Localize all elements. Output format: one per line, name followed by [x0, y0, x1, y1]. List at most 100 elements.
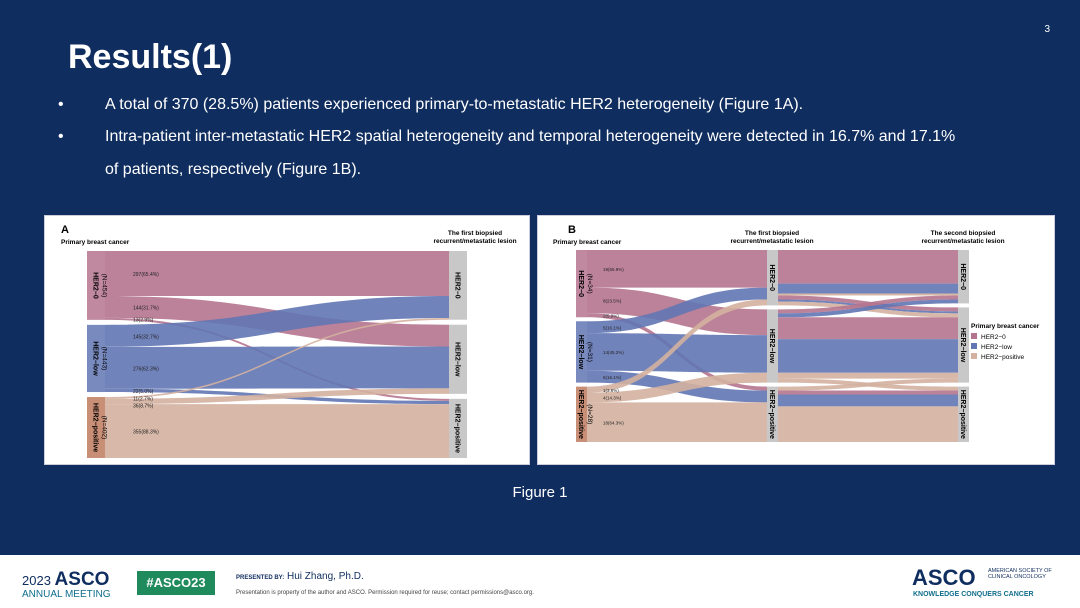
node-count: (N=454) — [101, 274, 108, 298]
sankey-flow — [778, 293, 958, 296]
slide-title: Results(1) — [68, 38, 233, 76]
sankey-node — [449, 251, 467, 320]
node-label: HER2−0 — [959, 263, 966, 290]
flow-label: 144(31.7%) — [133, 305, 159, 311]
sankey-flow — [105, 346, 449, 389]
legend-title: Primary breast cancer — [971, 323, 1040, 330]
sankey-flow — [105, 251, 449, 297]
bullet-text: Intra-patient inter-metastatic HER2 spat… — [105, 128, 956, 178]
node-label: HER2−positive — [959, 390, 966, 439]
legend-swatch — [971, 343, 977, 349]
flow-label: 18(64.3%) — [603, 420, 624, 425]
flow-label: 13(2.9%) — [133, 317, 154, 323]
node-label: HER2−low — [92, 341, 99, 376]
node-count: (N=34) — [586, 274, 593, 294]
node-label: HER2−0 — [454, 272, 461, 299]
footer: 2023 ASCO ANNUAL MEETING #ASCO23 PRESENT… — [0, 553, 1080, 608]
sankey-flow — [105, 296, 449, 347]
sankey-flow — [778, 317, 958, 340]
asco-logo: ASCO — [912, 565, 976, 590]
node-label: HER2−positive — [577, 390, 584, 439]
bullet-dot: • — [58, 128, 64, 145]
sankey-node — [449, 398, 467, 458]
sankey-flow — [778, 299, 958, 318]
presenter-name: Hui Zhang, Ph.D. — [287, 571, 364, 582]
sankey-node — [87, 251, 105, 320]
legend-swatch — [971, 353, 977, 359]
flow-label: 5(16.1%) — [603, 325, 622, 330]
sankey-flow — [778, 250, 958, 284]
node-label: HER2−low — [454, 342, 461, 377]
node-label: HER2−low — [577, 335, 584, 370]
flow-label: 276(62.3%) — [133, 366, 159, 372]
column-title: Primary breast cancer — [553, 239, 622, 246]
meeting-logo: 2023 ASCO — [22, 569, 109, 591]
sankey-flow — [778, 372, 958, 379]
sankey-flow — [778, 406, 958, 442]
hashtag-badge: #ASCO23 — [137, 571, 215, 595]
node-label: HER2−positive — [454, 404, 461, 453]
sankey-node — [767, 386, 778, 442]
sankey-node — [958, 386, 969, 442]
flow-label: 11(2.7%) — [133, 396, 153, 402]
flow-label: 36(8.7%) — [133, 403, 154, 409]
bullet-dot: • — [58, 96, 64, 113]
flow-label: 22(5.0%) — [133, 389, 154, 395]
panel-letter: B — [568, 224, 576, 236]
sankey-flow — [587, 372, 767, 403]
flow-label: 14(45.2%) — [603, 350, 624, 355]
sankey-flow — [587, 333, 767, 373]
sankey-flow — [105, 318, 449, 399]
figure-1b-panel: 19(55.9%)8(23.5%)2(5.9%)5(16.1%)14(45.2%… — [537, 215, 1055, 465]
figure-1a-panel: 297(65.4%)144(31.7%)13(2.9%)145(32.7%)27… — [44, 215, 530, 465]
sankey-flow — [105, 404, 449, 458]
sankey-flow — [778, 394, 958, 407]
node-label: HER2−positive — [768, 390, 775, 439]
sankey-flow — [105, 388, 449, 405]
node-label: HER2−low — [768, 329, 775, 364]
meeting-asco: ASCO — [54, 569, 110, 590]
sankey-node — [958, 250, 969, 304]
slide: 3 Results(1) • A total of 370 (28.5%) pa… — [0, 0, 1080, 553]
flow-label: 1(3.6%) — [603, 388, 619, 393]
sankey-flow — [587, 250, 767, 288]
sankey-node — [576, 321, 587, 383]
flow-label: 145(32.7%) — [133, 334, 159, 340]
presenter-line: PRESENTED BY: Hui Zhang, Ph.D. — [236, 571, 364, 582]
node-count: (N=28) — [586, 404, 593, 424]
sankey-flow — [587, 287, 767, 334]
sankey-a: 297(65.4%)144(31.7%)13(2.9%)145(32.7%)27… — [61, 224, 517, 458]
permission-notice: Presentation is property of the author a… — [236, 590, 534, 596]
sankey-flow — [778, 390, 958, 395]
flow-label: 4(14.3%) — [603, 396, 622, 401]
sankey-flow — [778, 378, 958, 391]
presented-by-label: PRESENTED BY: — [236, 575, 285, 581]
sankey-node — [87, 397, 105, 458]
node-label: HER2−low — [959, 328, 966, 363]
figure-caption: Figure 1 — [512, 484, 568, 501]
sankey-flow — [778, 295, 958, 314]
node-label: HER2−0 — [577, 270, 584, 297]
sankey-flow — [587, 402, 767, 442]
meeting-name: ANNUAL MEETING — [22, 589, 111, 600]
flow-label: 355(88.3%) — [133, 430, 159, 436]
society-name: AMERICAN SOCIETY OF CLINICAL ONCOLOGY — [988, 568, 1052, 580]
node-label: HER2−0 — [768, 264, 775, 291]
tagline: KNOWLEDGE CONQUERS CANCER — [913, 591, 1034, 598]
page-number: 3 — [1044, 24, 1050, 35]
legend-label: HER2−positive — [981, 354, 1025, 361]
node-count: (N=31) — [586, 342, 593, 362]
node-count: (N=443) — [101, 347, 108, 371]
flow-label: 8(23.5%) — [603, 299, 622, 304]
flow-label: 2(5.9%) — [603, 314, 619, 319]
sankey-flow — [778, 339, 958, 373]
sankey-flow — [778, 283, 958, 294]
sankey-node — [87, 324, 105, 393]
flow-label: 5(16.1%) — [603, 375, 622, 380]
bullet-text: A total of 370 (28.5%) patients experien… — [105, 96, 804, 113]
sankey-flow — [587, 299, 767, 393]
sankey-node — [576, 250, 587, 318]
